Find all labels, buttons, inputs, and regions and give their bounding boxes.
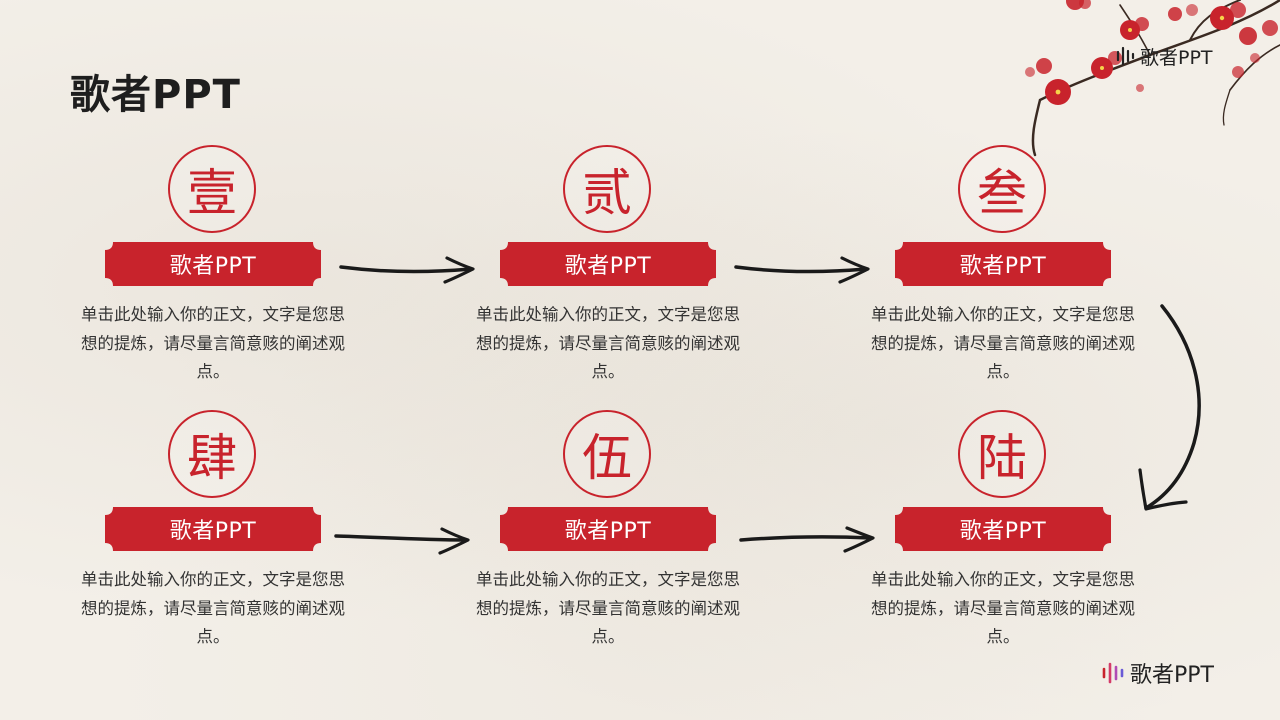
step-numeral-circle: 肆 [168,410,256,498]
step-description: 单击此处输入你的正文，文字是您思想的提炼，请尽量言简意赅的阐述观点。 [476,305,740,381]
step-numeral-circle: 贰 [563,145,651,233]
step-banner: 歌者PPT [105,242,321,286]
step-description: 单击此处输入你的正文，文字是您思想的提炼，请尽量言简意赅的阐述观点。 [476,570,740,646]
step-label: 歌者PPT [169,254,257,279]
step-label: 歌者PPT [169,519,257,544]
brand-logo-bottom: 歌者PPT [1100,658,1214,688]
arrow-right-icon [739,526,875,553]
step-label: 歌者PPT [564,519,652,544]
step-numeral-circle: 壹 [168,145,256,233]
arrow-right-icon [334,527,470,555]
step-description: 单击此处输入你的正文，文字是您思想的提炼，请尽量言简意赅的阐述观点。 [81,570,345,646]
page-title: 歌者PPT [70,72,241,118]
step-numeral-circle: 伍 [563,410,651,498]
step-numeral-circle: 叁 [958,145,1046,233]
plum-blossom-decoration [1025,0,1280,157]
step-banner: 歌者PPT [500,242,716,286]
arrow-right-icon [734,256,870,284]
step-banner: 歌者PPT [105,507,321,551]
step-banner: 歌者PPT [895,507,1111,551]
brand-name: 歌者PPT [1130,663,1214,688]
brand-logo-top: 歌者PPT [1114,43,1213,69]
arrow-right-icon [339,256,475,284]
sound-wave-icon [1116,46,1135,66]
sound-wave-icon [1102,662,1124,684]
step-description: 单击此处输入你的正文，文字是您思想的提炼，请尽量言简意赅的阐述观点。 [871,570,1135,646]
step-description: 单击此处输入你的正文，文字是您思想的提炼，请尽量言简意赅的阐述观点。 [81,305,345,381]
arrow-down-curve-icon [1138,304,1201,511]
step-banner: 歌者PPT [895,242,1111,286]
step-numeral-circle: 陆 [958,410,1046,498]
brand-name: 歌者PPT [1140,46,1213,69]
step-label: 歌者PPT [959,254,1047,279]
step-label: 歌者PPT [564,254,652,279]
step-description: 单击此处输入你的正文，文字是您思想的提炼，请尽量言简意赅的阐述观点。 [871,305,1135,381]
step-banner: 歌者PPT [500,507,716,551]
step-label: 歌者PPT [959,519,1047,544]
